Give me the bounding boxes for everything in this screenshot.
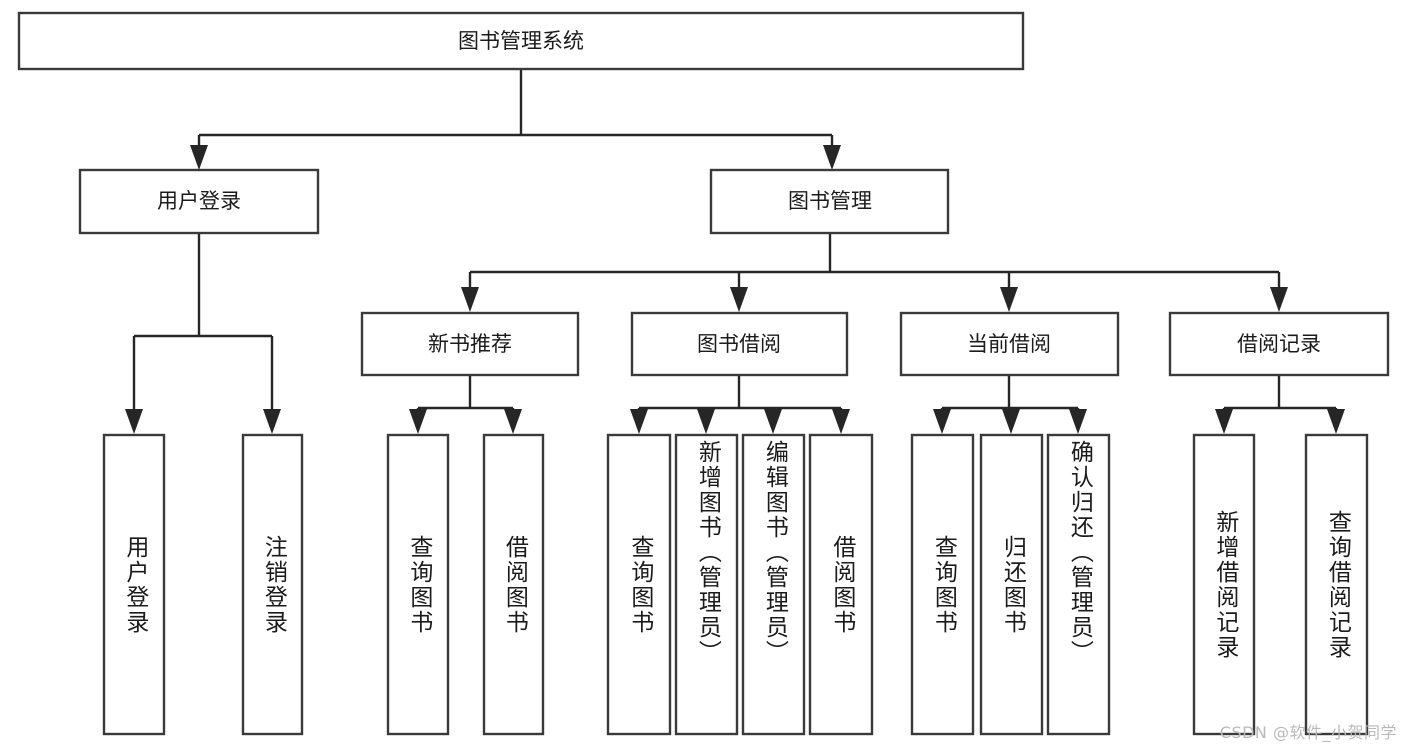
connector-borrow-record-trunk [1222,375,1338,415]
node-borrow-record[interactable]: 借阅记录 [1168,311,1390,377]
node-root[interactable]: 图书管理系统 [17,11,1025,71]
leaf-user-login-box[interactable] [102,433,166,736]
node-book-borrow-box[interactable] [630,311,849,377]
arrow-to-borrow-record [1270,287,1288,312]
node-current-borrow-box[interactable] [899,311,1120,377]
connector-layer [125,69,1345,434]
arrow-to-book-borrow [730,287,748,312]
node-borrow-record-label: 借阅记录 [1237,332,1321,356]
leaf-query-book-2-box[interactable] [606,433,672,736]
arrow-to-leaf-user-logout [263,409,281,434]
connector-book-management-trunk [468,233,1281,293]
leaf-query-book-1-box[interactable] [386,433,450,736]
connector-book-borrow-trunk [637,375,843,415]
node-user-login-label: 用户登录 [157,189,241,213]
node-current-borrow-label: 当前借阅 [967,332,1051,356]
connector-new-book-recommend-trunk [416,375,515,415]
arrow-to-book-management [823,145,841,170]
leaf-confirm-return-box[interactable] [1046,433,1111,736]
node-borrow-record-box[interactable] [1168,311,1390,377]
watermark-text: CSDN @软件_小贺同学 [1219,723,1397,742]
arrow-to-leaf-query-book-3 [933,409,951,434]
node-new-book-recommend-box[interactable] [360,311,580,377]
node-user-login-box[interactable] [78,168,320,235]
arrow-to-leaf-borrow-book-2 [832,409,850,434]
node-book-borrow[interactable]: 图书借阅 [630,311,849,377]
node-current-borrow[interactable]: 当前借阅 [899,311,1120,377]
leaf-user-logout-box[interactable] [241,433,304,736]
leaf-query-book-3-box[interactable] [910,433,975,736]
leaf-add-record-box[interactable] [1192,433,1256,736]
arrow-to-leaf-add-book [697,409,715,434]
arrow-to-user-login [190,145,208,170]
leaf-boxes-layer [102,433,1369,736]
node-book-management-label: 图书管理 [788,189,872,213]
node-root-box[interactable] [17,11,1025,71]
arrow-to-new-book-recommend [461,287,479,312]
arrow-to-leaf-return-book [1002,409,1020,434]
leaf-borrow-book-2-box[interactable] [808,433,874,736]
arrow-to-leaf-user-login [125,409,143,434]
leaf-return-book-box[interactable] [979,433,1044,736]
arrow-to-current-borrow [1000,287,1018,312]
leaf-edit-book-box[interactable] [741,433,806,736]
arrow-to-leaf-query-book-1 [409,409,427,434]
node-new-book-recommend[interactable]: 新书推荐 [360,311,580,377]
arrow-to-leaf-add-record [1215,409,1233,434]
node-user-login[interactable]: 用户登录 [78,168,320,235]
node-new-book-recommend-label: 新书推荐 [428,332,512,356]
node-book-management[interactable]: 图书管理 [709,168,950,235]
leaf-add-book-box[interactable] [674,433,739,736]
node-book-management-box[interactable] [709,168,950,235]
arrow-to-leaf-query-book-2 [630,409,648,434]
node-book-borrow-label: 图书借阅 [697,332,781,356]
leaf-borrow-book-1-box[interactable] [482,433,545,736]
connector-user-login-trunk [132,233,274,415]
arrow-to-leaf-confirm-return [1069,409,1087,434]
arrow-to-leaf-borrow-book-1 [504,409,522,434]
connector-root-trunk [197,69,834,152]
arrow-to-leaf-query-record [1327,409,1345,434]
leaf-query-record-box[interactable] [1304,433,1369,736]
node-root-label: 图书管理系统 [458,29,584,53]
arrow-to-leaf-edit-book [764,409,782,434]
